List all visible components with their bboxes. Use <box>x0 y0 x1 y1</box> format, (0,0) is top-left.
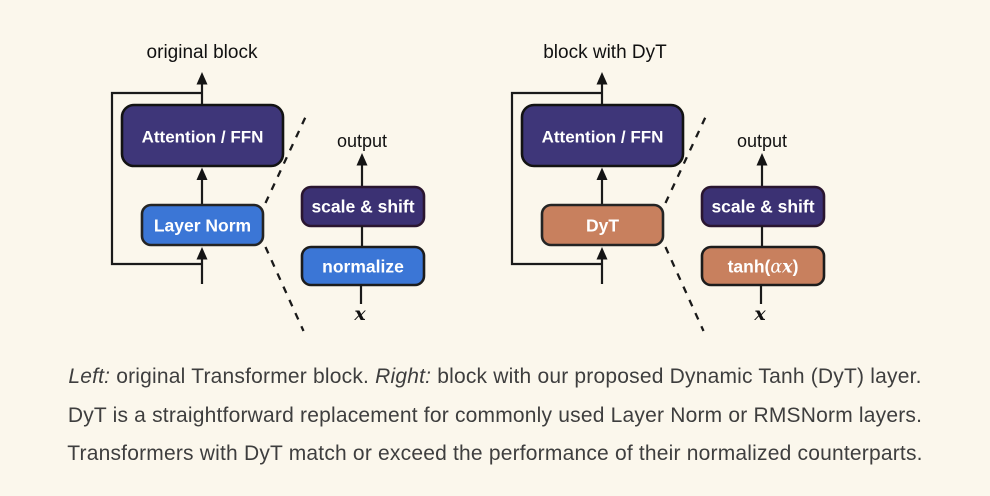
normalize-label: normalize <box>322 257 404 277</box>
dyt-label: DyT <box>586 216 619 236</box>
figure-caption: Left: original Transformer block. Right:… <box>0 358 990 474</box>
right-detail-view: output scale & shift tanh(αx) x <box>700 131 826 325</box>
left-scale-shift-label: scale & shift <box>311 197 414 217</box>
left-zoom-dashed-line-bottom <box>264 246 305 332</box>
right-title: block with DyT <box>543 42 667 63</box>
right-detail-output-label: output <box>737 131 787 151</box>
right-scale-shift-label: scale & shift <box>711 197 814 217</box>
right-zoom-dashed-line-top <box>664 115 708 204</box>
layer-norm-box <box>140 203 265 247</box>
left-block-diagram: original block Attention / FFN Layer Nor… <box>110 42 308 332</box>
left-detail-input-x-label: x <box>353 303 366 325</box>
left-title: original block <box>147 42 258 63</box>
left-detail-output-arrowhead-icon <box>356 153 368 166</box>
right-output-arrowhead-icon <box>596 72 608 85</box>
caption-line-3: Transformers with DyT match or exceed th… <box>67 442 923 465</box>
left-output-arrowhead-icon <box>196 72 208 85</box>
left-attention-ffn-label: Attention / FFN <box>142 128 264 147</box>
right-input-arrowhead-icon <box>596 247 608 260</box>
left-mid-arrowhead-icon <box>196 167 208 180</box>
dyt-box <box>540 203 665 247</box>
diagram-svg: original block Attention / FFN Layer Nor… <box>110 42 826 332</box>
caption-line-1-text-b: block with our proposed Dynamic Tanh (Dy… <box>431 365 922 388</box>
right-detail-input-x-label: x <box>753 303 766 325</box>
caption-left-label: Left: <box>68 365 111 388</box>
layer-norm-label: Layer Norm <box>154 216 251 236</box>
right-zoom-dashed-line-bottom <box>664 246 705 332</box>
left-detail-output-label: output <box>337 131 387 151</box>
right-attention-ffn-box <box>520 103 685 168</box>
left-zoom-dashed-line-top <box>264 115 308 204</box>
left-detail-view: output scale & shift normalize x <box>300 131 426 325</box>
tanh-label: tanh(αx) <box>728 257 799 278</box>
right-detail-output-arrowhead-icon <box>756 153 768 166</box>
caption-line-2: DyT is a straightforward replacement for… <box>67 403 923 427</box>
normalize-box <box>300 245 426 287</box>
right-residual-connection-line <box>510 91 602 266</box>
right-mid-arrowhead-icon <box>596 167 608 180</box>
caption-line-1-text-a: original Transformer block. <box>110 365 376 388</box>
left-attention-ffn-box <box>120 103 285 168</box>
tanh-box <box>700 245 826 287</box>
caption-right-label: Right: <box>375 365 432 388</box>
left-input-arrowhead-icon <box>196 247 208 260</box>
caption-line-1: Left: original Transformer block. Right:… <box>0 358 990 397</box>
right-block-diagram: block with DyT Attention / FFN DyT <box>510 42 708 332</box>
left-residual-connection-line <box>110 91 202 266</box>
right-attention-ffn-label: Attention / FFN <box>542 128 664 147</box>
